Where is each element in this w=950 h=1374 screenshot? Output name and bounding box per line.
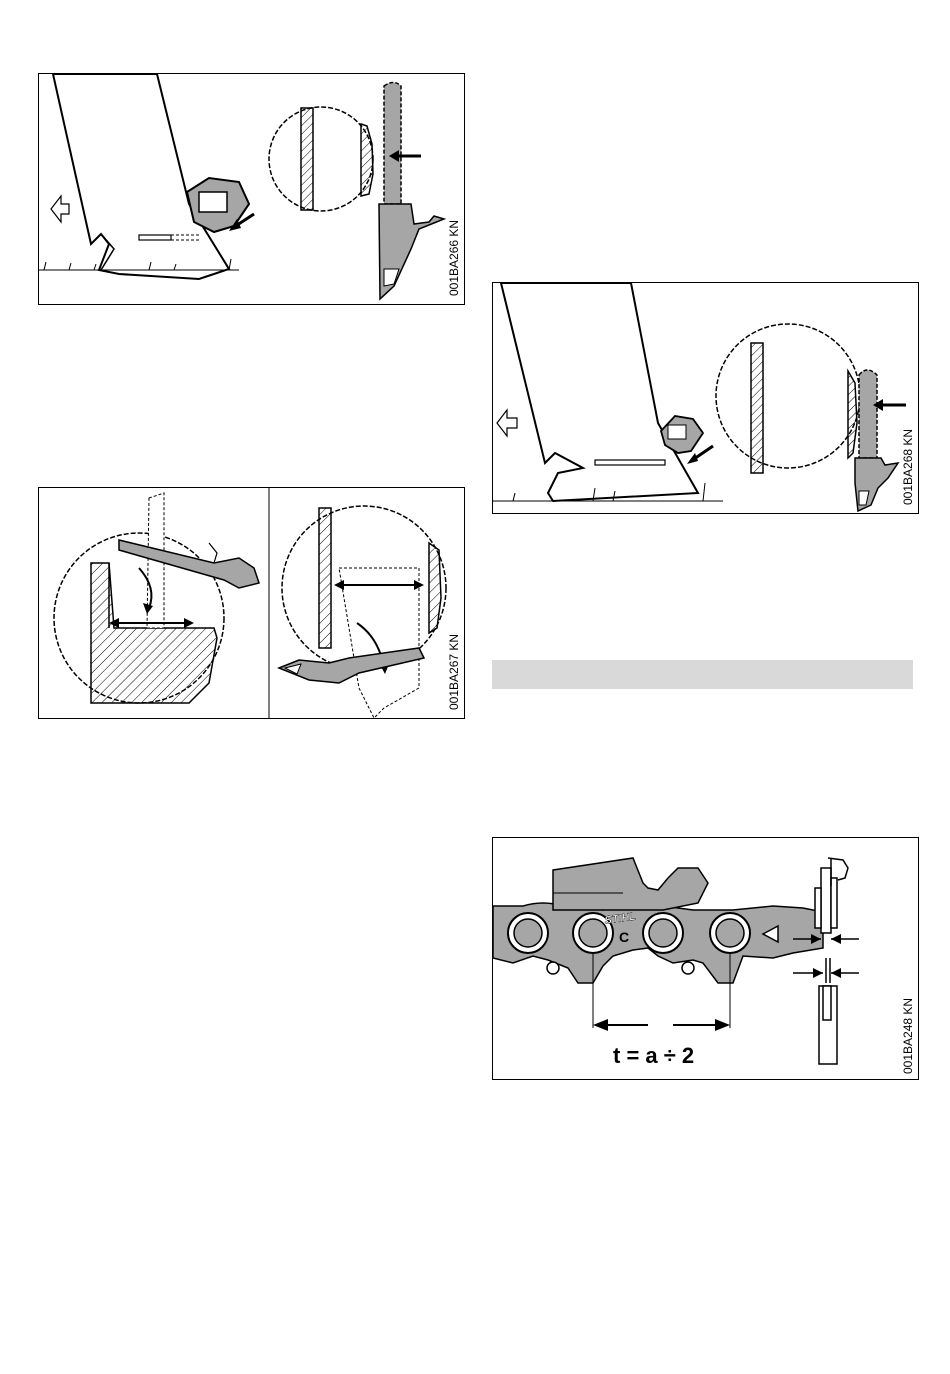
figure-felling-cut-1: 001BA266 KN (38, 73, 465, 305)
chainsaw-icon (661, 416, 703, 453)
felling-illustration-1 (39, 74, 465, 305)
pitch-formula: t = a ÷ 2 (613, 1043, 694, 1069)
cutter-letter: C (619, 929, 629, 945)
figure-code: 001BA267 KN (447, 634, 461, 710)
figure-code: 001BA268 KN (901, 429, 915, 505)
section-heading-bar (492, 660, 913, 689)
figure-chain-pitch: STIHL C t = a ÷ 2 001BA248 KN (492, 837, 919, 1080)
felling-illustration-2 (493, 283, 919, 514)
figure-felling-cut-2: 001BA268 KN (492, 282, 919, 514)
felling-direction-arrow (51, 196, 69, 222)
plunge-cut-illustration (39, 488, 465, 719)
figure-code: 001BA266 KN (447, 220, 461, 296)
guide-bar-icon (379, 83, 444, 300)
felling-direction-arrow (497, 410, 517, 436)
figure-code: 001BA248 KN (901, 998, 915, 1074)
figure-plunge-cut: 001BA267 KN (38, 487, 465, 719)
chain-pitch-illustration: STIHL C (493, 838, 919, 1080)
chain-side-view-icon (815, 858, 848, 1064)
guide-bar-icon (855, 370, 898, 511)
